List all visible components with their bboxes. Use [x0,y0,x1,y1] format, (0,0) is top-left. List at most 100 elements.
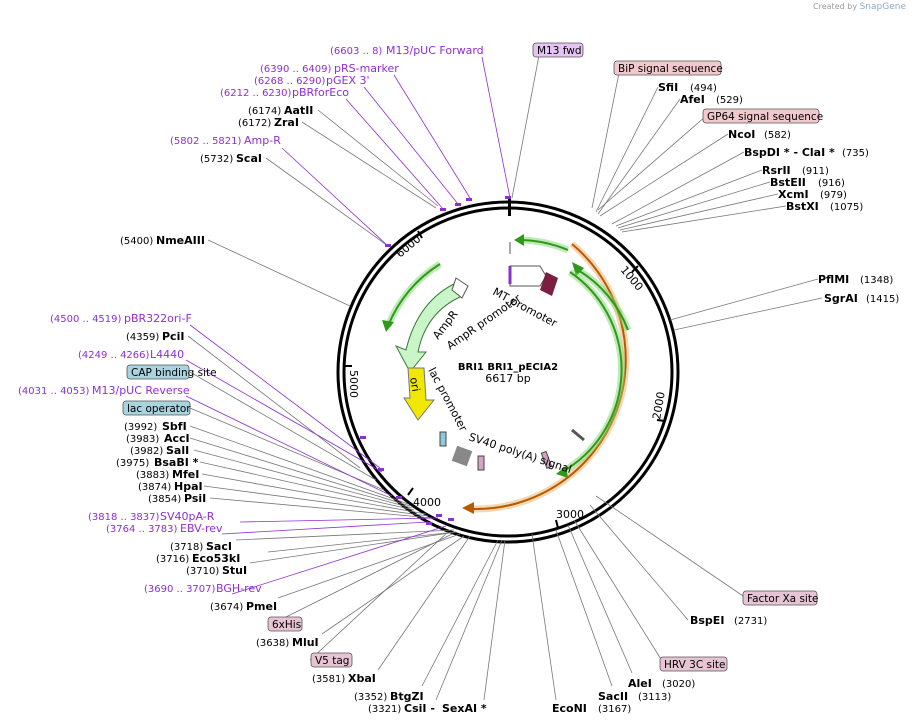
primer-pbrforeco-range: (6212 .. 6230) [220,88,292,99]
enzyme-afei: AfeI [680,93,705,106]
primer-pbr322ori-f: pBR322ori-F [124,312,192,325]
enzyme-sgrai: SgrAI [824,292,858,305]
enzyme-bspei-pos: (2731) [734,616,767,627]
feature-bip: BiP signal sequence [618,63,723,75]
primer-l4440: L4440 [150,348,184,361]
primer-sv40pa-r: SV40pA-R [160,510,215,523]
primer-prs-marker: pRS-marker [334,62,399,75]
primer-m13-pucfwd-range: (6603 .. 8) [330,46,382,57]
primer-bgh-rev-range: (3690 .. 3707) [144,584,216,595]
tick-6000: 6000 [394,232,424,260]
enzyme-ncoi: NcoI [728,128,755,141]
enzyme-sfii: SfiI [658,81,678,94]
enzyme-pflmi-pos: (1348) [860,275,893,286]
feature-v5: V5 tag [315,655,349,667]
enzyme-stui-pos: (3710) [186,566,219,577]
enzyme-csii: CsiI - [404,702,435,715]
site-box [540,450,553,469]
mt-promoter-arrow [509,265,547,287]
enzyme-bspdi-clai: BspDI * - ClaI * [744,146,835,159]
enzyme-xbai: XbaI [348,672,376,685]
enzyme-alei-pos: (3020) [662,679,695,690]
enzyme-acci: AccI [164,432,190,445]
tag-box [477,455,485,471]
enzyme-psii: PsiI [184,492,206,505]
enzyme-scai: ScaI [236,152,262,165]
feature-factorxa-box [742,590,818,606]
enzyme-bsabi-pos: (3975) [116,458,149,469]
enzyme-sacii-pos: (3113) [638,692,671,703]
primer-pbr322ori-f-range: (4500 .. 4519) [50,314,122,325]
ampr-promoter-box [451,277,469,299]
primer-l4440-range: (4249 .. 4266) [78,350,150,361]
enzyme-sexai: SexAI * [442,702,487,715]
green-arc-top-arrowhead [514,234,524,246]
feature-lacop: lac operator [127,403,191,415]
primer-ebv-rev-range: (3764 .. 3783) [106,524,178,535]
primer-bgh-rev: BGH-rev [216,582,262,595]
enzyme-sali: SalI [166,444,189,457]
primer-prs-marker-range: (6390 .. 6409) [260,64,332,75]
tick-5000: 5000 [347,370,360,398]
green-arc-inner-arrowhead [556,466,568,478]
primer-labels: (6603 .. 8) M13/pUC Forward (6390 .. 640… [18,44,484,595]
lac-operator-box [439,431,447,447]
enzyme-alei: AleI [628,677,652,690]
feature-factorxa: Factor Xa site [747,593,818,605]
primer-pgex3: pGEX 3' [326,74,370,87]
enzyme-pflmi: PflMI [818,273,849,286]
enzyme-eco53ki: Eco53kI [192,552,240,565]
enzyme-bstxi-pos: (1075) [830,202,863,213]
green-arc-top-glow [519,236,570,254]
enzyme-sfii-pos: (494) [690,83,717,94]
enzyme-pmei-pos: (3674) [210,602,243,613]
enzyme-aatii: AatII [284,104,313,117]
enzyme-btgzi-pos: (3352) [354,692,387,703]
enzyme-xcmi: XcmI [778,188,809,201]
enzyme-leader-lines [187,49,823,701]
enzyme-eco53ki-pos: (3716) [156,554,189,565]
primer-ebv-rev: EBV-rev [180,522,223,535]
enzyme-pmei: PmeI [246,600,277,613]
enzyme-btgzi: BtgZI [390,690,424,703]
enzyme-rsrii-pos: (911) [802,166,829,177]
feature-lacop-box [122,400,191,416]
primer-marks [360,196,511,525]
feature-cap-box [126,364,190,380]
enzyme-xcmi-pos: (979) [820,190,847,201]
primer-ampr-range: (5802 .. 5821) [170,136,242,147]
primer-pgex3-range: (6268 .. 6290) [254,76,326,87]
small-feature-line [571,428,585,442]
enzyme-mfei: MfeI [172,468,199,481]
feature-hrv3c: HRV 3C site [664,659,725,671]
enzyme-xbai-pos: (3581) [312,674,345,685]
enzyme-mfei-pos: (3883) [136,470,169,481]
enzyme-bsabi: BsaBI * [154,456,199,469]
green-arc-inner [561,271,623,473]
tick-3000: 3000 [556,508,584,521]
enzyme-scai-pos: (5732) [200,154,233,165]
ori-arrow [403,367,436,421]
tick-4000: 4000 [413,496,441,509]
enzyme-sgrai-pos: (1415) [866,294,899,305]
enzyme-mlui-pos: (3638) [256,638,289,649]
enzyme-ncoi-pos: (582) [764,130,791,141]
enzyme-pcii-pos: (4359) [126,332,159,343]
enzyme-zrai: ZraI [274,116,299,129]
enzyme-zrai-pos: (6172) [238,118,271,129]
green-arc-mid [577,269,629,331]
feature-6xhis: 6xHis [272,619,301,631]
enzyme-nmeaiii-pos: (5400) [120,236,153,247]
plasmid-size: 6617 bp [485,372,530,385]
feature-m13fwd-box [532,42,584,58]
enzyme-bsteii: BstEII [770,176,806,189]
primer-pbrforeco: pBRforEco [292,86,349,99]
enzyme-sali-pos: (3982) [130,446,163,457]
orange-feature-arrowhead [462,502,474,514]
primer-m13-pucrev: M13/pUC Reverse [92,384,190,397]
enzyme-econi: EcoNI [552,702,587,715]
enzyme-stui: StuI [222,564,247,577]
enzyme-bspdi-clai-pos: (735) [842,148,869,159]
mt-promoter-marker [540,272,558,296]
feature-gp64-box [702,108,820,124]
